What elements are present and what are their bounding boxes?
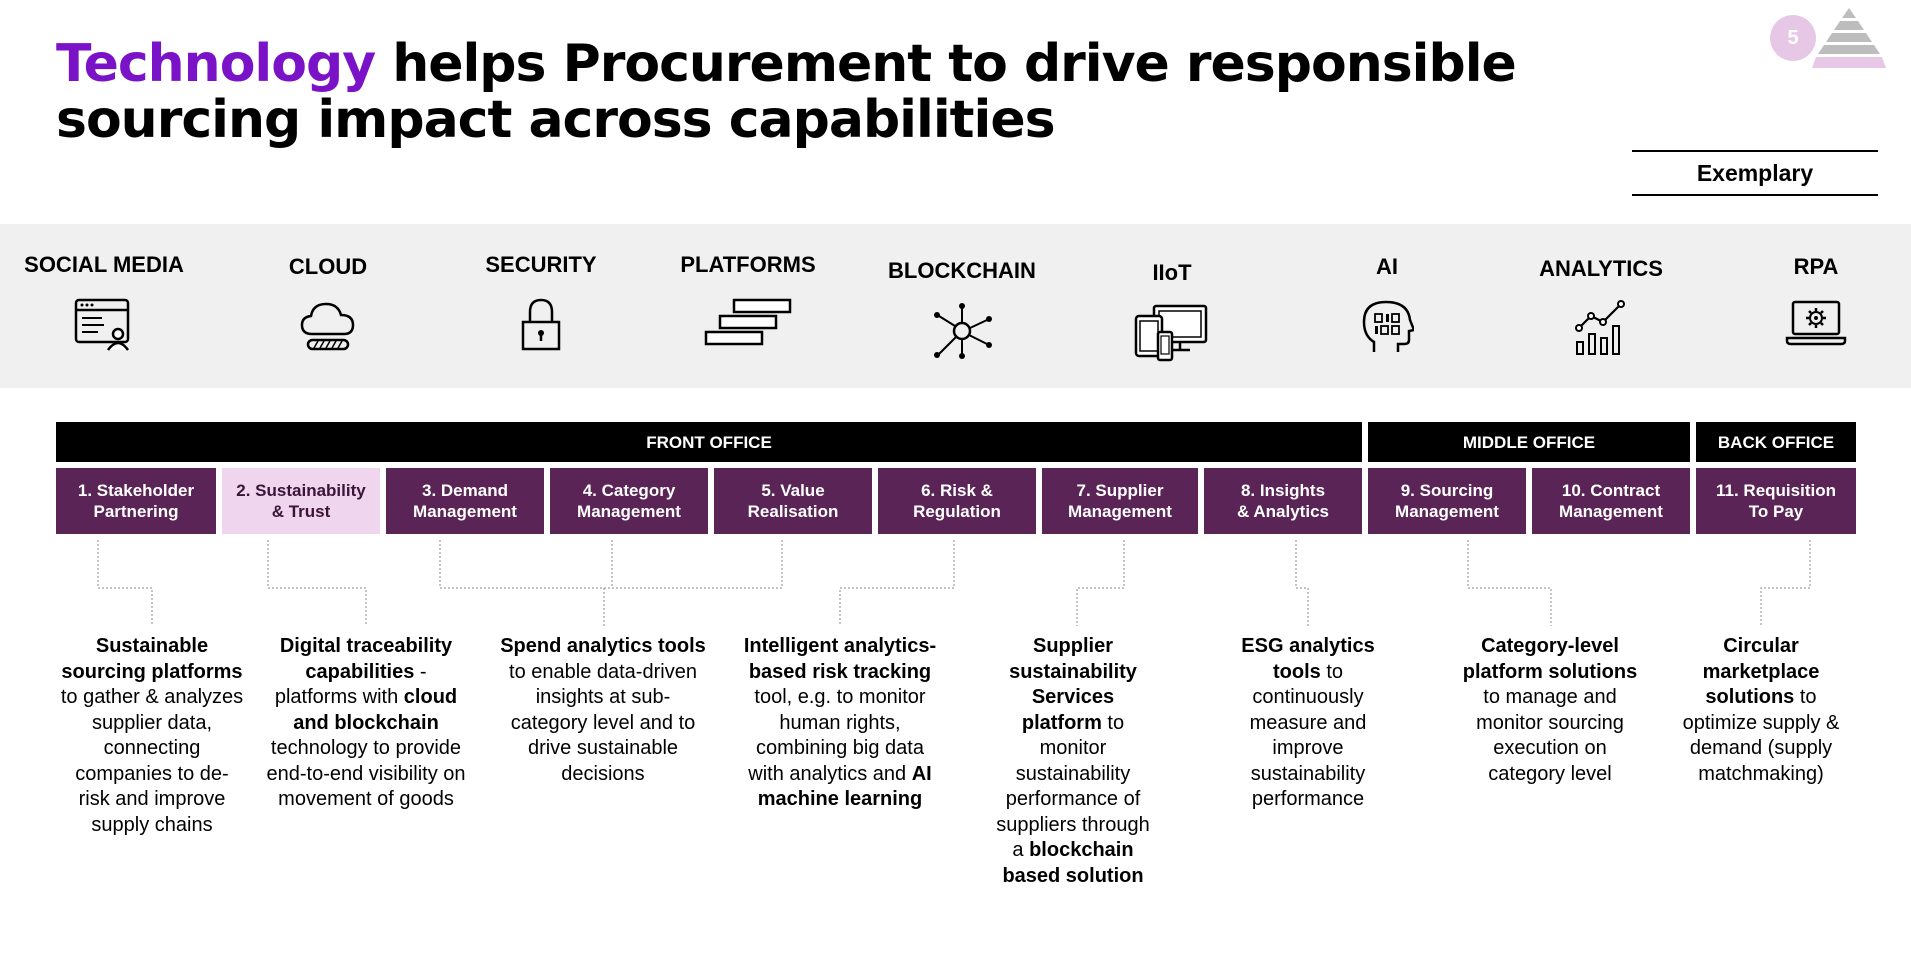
ai-head-icon (1362, 300, 1414, 352)
page-title: Technology helps Procurement to drive re… (56, 36, 1756, 148)
description-risk-tracking: Intelligent analytics-based risk trackin… (743, 635, 937, 810)
capability-risk-regulation: 6. Risk &Regulation (878, 468, 1036, 534)
description-digital-traceability: Digital traceability capabilities - plat… (266, 635, 466, 810)
tech-label: SECURITY (485, 252, 597, 277)
rpa-laptop-gear-icon (1785, 300, 1847, 346)
description-spend-analytics: Spend analytics tools to enable data-dri… (500, 635, 706, 785)
cloud-icon (300, 302, 355, 351)
social-media-icon (74, 298, 130, 351)
tech-label: BLOCKCHAIN (888, 258, 1036, 283)
analytics-chart-icon (1575, 300, 1625, 355)
tech-blockchain: BLOCKCHAIN (862, 256, 1062, 360)
description-supplier-sustainability: Supplier sustainability Services platfor… (996, 635, 1150, 887)
tech-label: PLATFORMS (680, 252, 816, 277)
tech-rpa: RPA (1716, 252, 1911, 348)
description-esg-analytics: ESG analytics tools to continuously meas… (1241, 635, 1375, 810)
tech-label: ANALYTICS (1539, 256, 1663, 281)
pyramid-icon (1812, 8, 1886, 68)
description-circular-marketplace: Circular marketplace solutions to optimi… (1682, 635, 1840, 785)
tech-label: AI (1376, 254, 1398, 279)
tech-label: RPA (1793, 254, 1839, 279)
tech-security: SECURITY (441, 250, 641, 352)
devices-icon (1134, 304, 1208, 362)
middle-office-bar: MIDDLE OFFICE (1368, 422, 1690, 462)
tech-cloud: CLOUD (228, 252, 428, 352)
capability-sustainability-trust: 2. Sustainability& Trust (222, 468, 380, 534)
blockchain-icon (934, 303, 992, 359)
tech-label: CLOUD (288, 254, 368, 279)
front-office-bar: FRONT OFFICE (56, 422, 1362, 462)
capability-insights-analytics: 8. Insights& Analytics (1204, 468, 1362, 534)
tech-platforms: PLATFORMS (648, 250, 848, 352)
tech-label: IIoT (1152, 260, 1192, 285)
tech-label: SOCIAL MEDIA (24, 252, 184, 277)
padlock-icon (521, 298, 561, 351)
tech-analytics: ANALYTICS (1501, 254, 1701, 356)
platforms-icon (704, 298, 792, 346)
tech-ai: AI (1287, 252, 1487, 354)
tech-social-media: SOCIAL MEDIA (4, 250, 204, 352)
back-office-bar: BACK OFFICE (1696, 422, 1856, 462)
tech-iiot: IIoT (1072, 258, 1272, 362)
description-category-platform: Category-level platform solutions to man… (1462, 635, 1638, 785)
description-sustainable-sourcing: Sustainable sourcing platforms to gather… (60, 635, 244, 836)
exemplary-label: Exemplary (1632, 150, 1878, 196)
page-number-badge: 5 (1770, 15, 1816, 61)
title-accent: Technology (56, 34, 376, 94)
title-rest: helps Procurement to drive responsible s… (56, 34, 1517, 150)
